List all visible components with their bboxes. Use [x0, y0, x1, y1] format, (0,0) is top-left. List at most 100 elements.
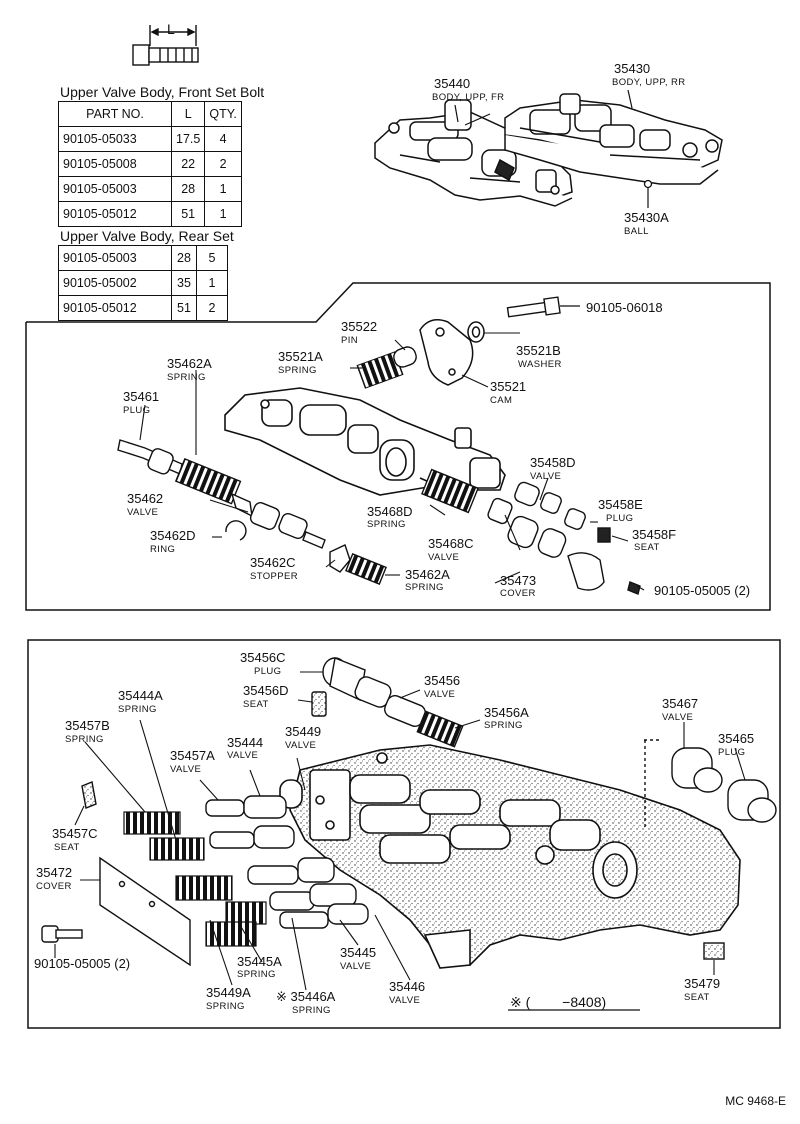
part-name-label: SPRING — [118, 704, 157, 715]
part-name-label: VALVE — [285, 740, 317, 751]
qty-cell: 1 — [196, 270, 228, 296]
part-number-label: 35479 — [684, 976, 721, 991]
part-name-label: VALVE — [428, 552, 460, 563]
front-set-bolt-title: Upper Valve Body, Front Set Bolt — [60, 84, 265, 100]
length-cell: 28 — [171, 245, 197, 271]
part-no-cell: 90105-05033 — [58, 126, 172, 152]
part-number-label: 35458D — [530, 455, 576, 470]
part-name-label: WASHER — [518, 359, 562, 370]
length-cell: 51 — [171, 295, 197, 321]
part-number-label: 35462A — [405, 567, 450, 582]
part-name-label: SEAT — [243, 699, 269, 710]
qty-cell: 2 — [196, 295, 228, 321]
part-name-label: VALVE — [227, 750, 259, 761]
part-name-label: SEAT — [684, 992, 710, 1003]
part-number-label: 35430A — [624, 210, 669, 225]
header-qty: QTY. — [204, 101, 242, 127]
part-name-label: VALVE — [340, 961, 372, 972]
part-name-label: SPRING — [167, 372, 206, 383]
table-row: 90105-05012 51 2 — [58, 295, 228, 321]
part-number-label: 35458F — [632, 527, 677, 542]
part-name-label: VALVE — [530, 471, 562, 482]
length-cell: 28 — [170, 176, 206, 202]
part-name-label: RING — [150, 544, 176, 555]
rear-right-plugs — [644, 739, 777, 830]
qty-cell: 5 — [196, 245, 228, 271]
part-number-label: 35445 — [340, 945, 377, 960]
part-name-label: PLUG — [718, 747, 746, 758]
part-number-label: 90105-06018 — [586, 300, 663, 315]
part-name-label: SPRING — [292, 1005, 331, 1016]
part-number-label: 35449 — [285, 724, 322, 739]
part-number-label: 35521 — [490, 379, 527, 394]
part-number-label: 35456 — [424, 673, 461, 688]
table-row: 90105-05012 51 1 — [58, 201, 242, 227]
production-period-note: ※ ( −8408) — [510, 992, 606, 1012]
header-part-no: PART NO. — [58, 101, 172, 127]
part-number-label: 35456C — [240, 650, 286, 665]
part-number-label: 35456D — [243, 683, 289, 698]
bolt-06018-drawing — [506, 296, 561, 318]
leader-lines — [54, 113, 746, 991]
part-name-label: COVER — [36, 881, 72, 892]
asterisk-mark: ※ — [276, 989, 287, 1004]
part-name-label: STOPPER — [250, 571, 299, 582]
table-row: 90105-05003 28 5 — [58, 245, 228, 271]
qty-cell: 2 — [204, 151, 242, 177]
part-name-label: SPRING — [237, 969, 276, 980]
part-name-label: VALVE — [127, 507, 159, 518]
front-valve-body-drawing — [224, 387, 506, 501]
header-length: L — [170, 101, 206, 127]
part-number-label: 35472 — [36, 865, 73, 880]
part-name-label: CAM — [490, 395, 513, 406]
part-number-label: 35457A — [170, 748, 215, 763]
part-number-label: 35468D — [367, 504, 413, 519]
table-row: 90105-05033 17.5 4 — [58, 126, 242, 152]
part-name-label: PIN — [341, 335, 359, 346]
part-number-label: 35456A — [484, 705, 529, 720]
front-body-panel-frame — [25, 282, 771, 611]
length-cell: 35 — [171, 270, 197, 296]
part-number-label: 35473 — [500, 573, 537, 588]
part-name-label: BODY, UPP, FR — [432, 92, 505, 103]
front-set-bolt-table: PART NO. L QTY. 90105-05033 17.5 4 90105… — [58, 101, 242, 227]
part-number-label: 35449A — [206, 985, 251, 1000]
part-number-label: 35465 — [718, 731, 755, 746]
part-number-label: 35444A — [118, 688, 163, 703]
part-name-label: SPRING — [278, 365, 317, 376]
part-name-label: PLUG — [606, 513, 634, 524]
part-number-label: 90105-05005 (2) — [34, 956, 131, 971]
part-name-label: SPRING — [405, 582, 444, 593]
part-name-label: BALL — [624, 226, 649, 237]
qty-cell: 4 — [204, 126, 242, 152]
part-number-label: 35521A — [278, 349, 323, 364]
part-number-label: 35458E — [598, 497, 643, 512]
table-row: 90105-05003 28 1 — [58, 176, 242, 202]
rear-valve-body-drawing — [279, 744, 741, 969]
note-text: ( −8408) — [525, 994, 607, 1010]
part-name-label: BODY, UPP, RR — [612, 77, 686, 88]
part-name-label: VALVE — [389, 995, 421, 1006]
part-number-label: 35444 — [227, 735, 264, 750]
front-body-right-valves — [421, 468, 641, 595]
bolt-dimension-icon — [132, 25, 199, 66]
part-name-label: VALVE — [424, 689, 456, 700]
part-number-label: 35468C — [428, 536, 474, 551]
part-no-cell: 90105-05012 — [58, 295, 172, 321]
part-no-cell: 90105-05003 — [58, 176, 172, 202]
part-name-label: VALVE — [662, 712, 694, 723]
part-number-label: 35462 — [127, 491, 164, 506]
part-number-label: ※ 35446A — [276, 989, 336, 1004]
cam-drawing — [419, 319, 485, 386]
part-number-label: 35467 — [662, 696, 699, 711]
upper-body-front-drawing — [373, 99, 573, 207]
part-no-cell: 90105-05002 — [58, 270, 172, 296]
part-number-label: 35446 — [389, 979, 426, 994]
part-name-label: SEAT — [634, 542, 660, 553]
part-number-label: 35457C — [52, 826, 98, 841]
qty-cell: 1 — [204, 201, 242, 227]
part-number-label: 90105-05005 (2) — [654, 583, 751, 598]
part-number-label: 35440 — [434, 76, 471, 91]
part-name-label: SPRING — [484, 720, 523, 731]
